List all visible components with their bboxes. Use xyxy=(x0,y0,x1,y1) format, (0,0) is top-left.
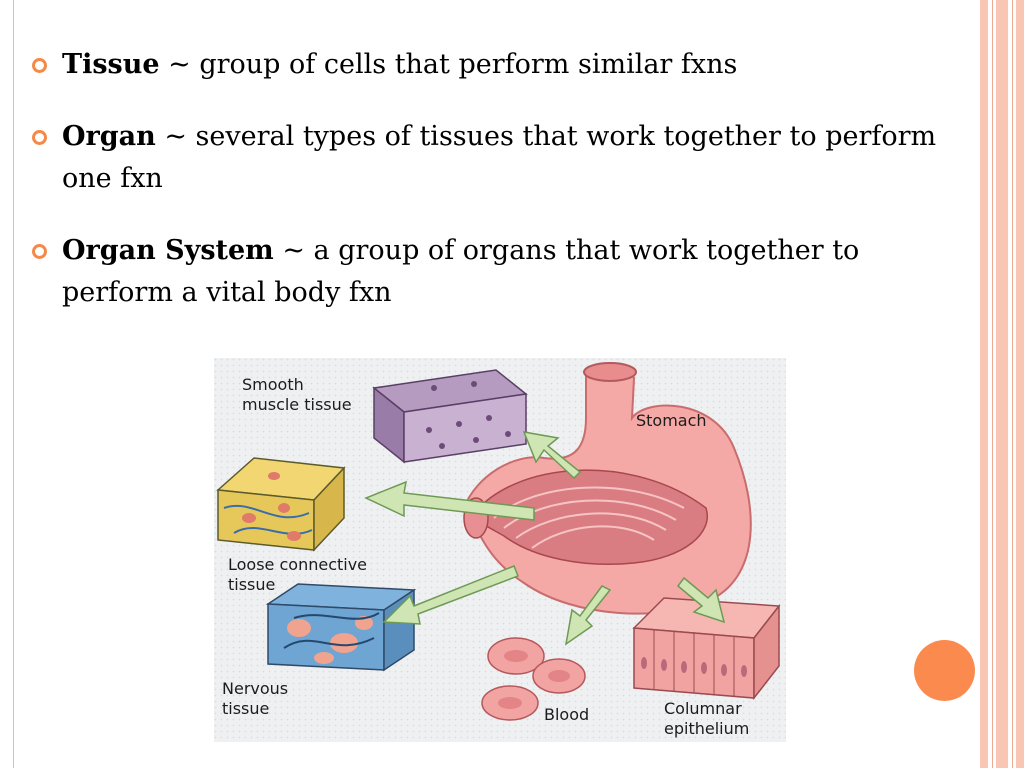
bullet-marker-icon xyxy=(32,130,47,145)
stomach-image xyxy=(462,362,752,615)
label-columnar-line1: Columnar xyxy=(664,699,742,718)
label-nervous-line2: tissue xyxy=(222,699,269,718)
accent-circle xyxy=(914,640,975,701)
bullet-definition: ~ a group of organs that work together t… xyxy=(62,235,860,308)
blood-cells xyxy=(481,637,586,721)
bullet-term: Tissue xyxy=(62,49,160,80)
columnar-epithelium-block xyxy=(632,597,781,701)
bullet-term: Organ xyxy=(62,121,156,152)
right-frame-stripe xyxy=(980,0,988,768)
label-stomach: Stomach xyxy=(636,411,707,430)
label-loose-connective-line2: tissue xyxy=(228,575,275,594)
label-smooth-muscle-line1: Smooth xyxy=(242,375,304,394)
bullet-organ-system: Organ System ~ a group of organs that wo… xyxy=(32,230,977,314)
label-nervous-line1: Nervous xyxy=(222,679,288,698)
bullet-definition: ~ several types of tissues that work tog… xyxy=(62,121,937,194)
label-loose-connective-line1: Loose connective xyxy=(228,555,367,574)
loose-connective-block xyxy=(216,457,346,552)
right-frame-stripe-wide xyxy=(996,0,1008,768)
arrows xyxy=(364,431,726,646)
left-frame-border xyxy=(0,0,14,768)
bullet-organ: Organ ~ several types of tissues that wo… xyxy=(32,116,977,200)
bullet-term: Organ System xyxy=(62,235,274,266)
bullet-marker-icon xyxy=(32,244,47,259)
smooth-muscle-block xyxy=(372,369,528,464)
bullet-marker-icon xyxy=(32,58,47,73)
label-smooth-muscle-line2: muscle tissue xyxy=(242,395,352,414)
right-frame-line xyxy=(992,0,993,768)
tissue-organ-illustration: Smooth muscle tissue Stomach Loose conne… xyxy=(214,358,786,742)
label-columnar-line2: epithelium xyxy=(664,719,749,738)
bullet-tissue: Tissue ~ group of cells that perform sim… xyxy=(32,44,977,86)
right-frame-line-outer xyxy=(1012,0,1013,768)
bullet-definition: ~ group of cells that perform similar fx… xyxy=(159,49,738,80)
right-frame-stripe-edge xyxy=(1016,0,1024,768)
bullet-list: Tissue ~ group of cells that perform sim… xyxy=(32,44,977,344)
label-blood: Blood xyxy=(544,705,589,724)
nervous-tissue-block xyxy=(265,583,417,672)
